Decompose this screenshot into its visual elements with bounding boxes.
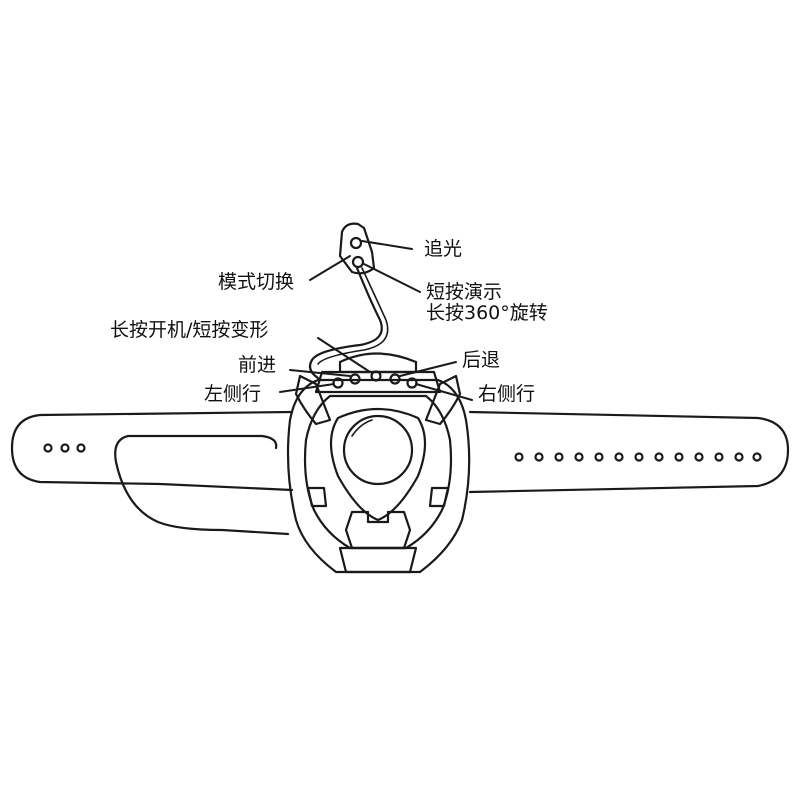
watch-top-cap xyxy=(338,352,418,374)
left-wing xyxy=(294,374,332,426)
label-mode-switch: 模式切换 xyxy=(218,271,295,293)
power-button[interactable] xyxy=(370,370,382,382)
sensor-cable xyxy=(308,266,383,380)
right-strap-holes xyxy=(514,452,762,462)
label-follow-light: 追光 xyxy=(424,238,463,260)
right-strap xyxy=(468,410,790,494)
left-strap-holes xyxy=(43,443,86,453)
backward-button[interactable] xyxy=(389,373,401,385)
watch-body-outer xyxy=(286,378,471,574)
label-power-transform: 长按开机/短按变形 xyxy=(110,319,269,341)
label-left-side: 左侧行 xyxy=(204,383,262,405)
follow-light-sensor[interactable] xyxy=(349,236,363,250)
label-demo-line2: 长按360°旋转 xyxy=(426,302,548,324)
control-buttons[interactable] xyxy=(332,370,418,389)
sensor-module xyxy=(338,222,376,275)
face-lens xyxy=(342,414,414,486)
left-notch xyxy=(306,486,328,508)
right-side-button[interactable] xyxy=(406,377,418,389)
right-notch xyxy=(428,486,450,508)
forward-button[interactable] xyxy=(349,373,361,385)
left-strap-loop xyxy=(114,434,290,536)
button-bar xyxy=(314,370,442,394)
label-backward: 后退 xyxy=(462,349,501,371)
demo-button[interactable] xyxy=(351,255,365,269)
leader-lines xyxy=(279,240,473,401)
watch-shell-inner xyxy=(303,394,453,550)
label-right-side: 右侧行 xyxy=(478,383,536,405)
label-forward: 前进 xyxy=(238,354,277,376)
bottom-block xyxy=(344,510,412,550)
left-side-button[interactable] xyxy=(332,377,344,389)
left-strap xyxy=(10,410,294,492)
face-frame xyxy=(329,407,427,522)
label-demo-line1: 短按演示 xyxy=(426,281,503,303)
